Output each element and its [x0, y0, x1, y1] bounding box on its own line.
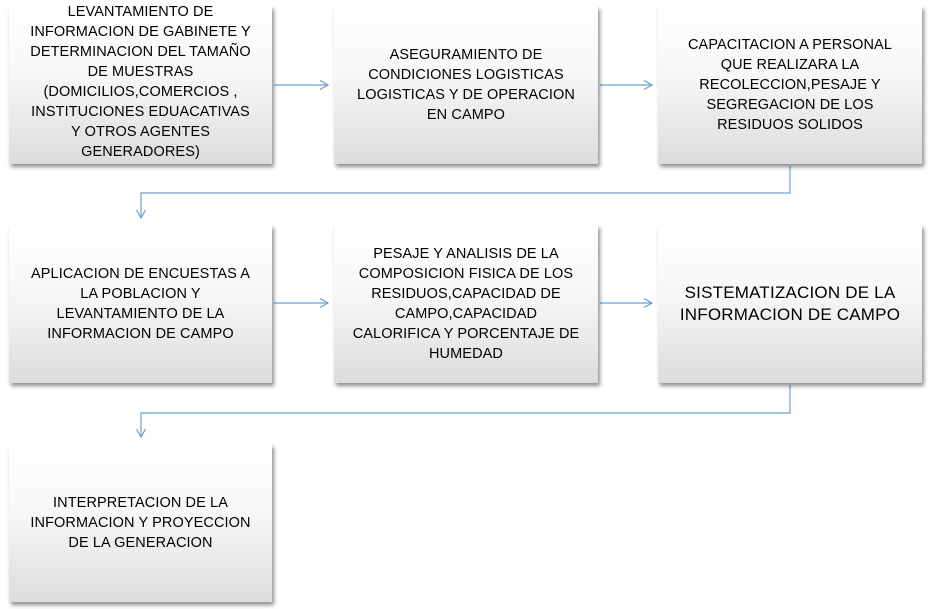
step-1-box: LEVANTAMIENTO DE INFORMACION DE GABINETE…: [9, 4, 272, 164]
step-4-box: APLICACION DE ENCUESTAS A LA POBLACION Y…: [9, 225, 272, 383]
step-2-text: ASEGURAMIENTO DE CONDICIONES LOGISTICAS …: [357, 47, 575, 123]
step-4-text: APLICACION DE ENCUESTAS A LA POBLACION Y…: [31, 266, 250, 342]
step-6-text: SISTEMATIZACION DE LA INFORMACION DE CAM…: [679, 283, 901, 324]
arrow-step6-to-step7: [141, 385, 791, 437]
step-3-text: CAPACITACION A PERSONAL QUE REALIZARA LA…: [687, 37, 892, 133]
step-5-box: PESAJE Y ANALISIS DE LA COMPOSICION FISI…: [334, 225, 598, 383]
step-7-text: INTERPRETACION DE LA INFORMACION Y PROYE…: [30, 495, 251, 551]
arrow-step3-to-step4: [141, 166, 791, 218]
step-3-box: CAPACITACION A PERSONAL QUE REALIZARA LA…: [658, 6, 922, 164]
step-5-text: PESAJE Y ANALISIS DE LA COMPOSICION FISI…: [352, 246, 580, 362]
step-7-box: INTERPRETACION DE LA INFORMACION Y PROYE…: [9, 444, 272, 602]
step-1-text: LEVANTAMIENTO DE INFORMACION DE GABINETE…: [30, 4, 251, 160]
step-2-box: ASEGURAMIENTO DE CONDICIONES LOGISTICAS …: [334, 6, 598, 164]
step-6-box: SISTEMATIZACION DE LA INFORMACION DE CAM…: [658, 225, 922, 383]
